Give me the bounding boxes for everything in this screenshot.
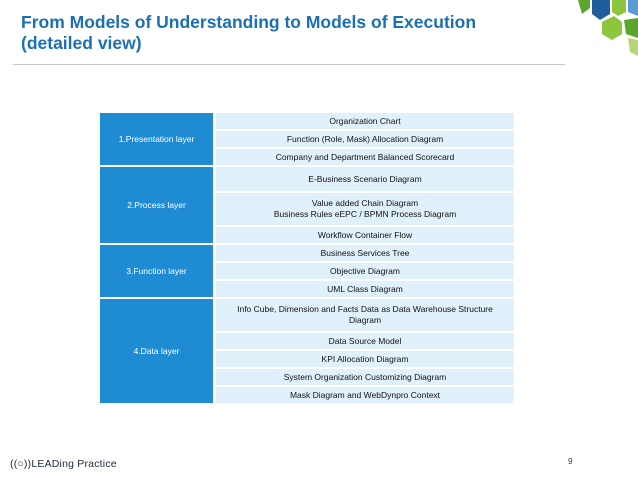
slide-title-line-2: (detailed view)	[21, 33, 142, 53]
process-layer: 2.Process layer E-Business Scenario Diag…	[100, 167, 514, 243]
layer-label: 4.Data layer	[100, 299, 213, 403]
layer-label: 3.Function layer	[100, 245, 213, 297]
data-layer: 4.Data layer Info Cube, Dimension and Fa…	[100, 299, 514, 403]
diagram-item: Organization Chart	[216, 113, 514, 129]
diagram-item: Business Services Tree	[216, 245, 514, 261]
corner-decoration-icon	[578, 0, 638, 56]
diagram-item: Company and Department Balanced Scorecar…	[216, 149, 514, 165]
diagram-item: Info Cube, Dimension and Facts Data as D…	[216, 299, 514, 331]
diagram-item: E-Business Scenario Diagram	[216, 167, 514, 191]
layer-items: Info Cube, Dimension and Facts Data as D…	[216, 299, 514, 403]
diagram-item: Mask Diagram and WebDynpro Context	[216, 387, 514, 403]
diagram-item: System Organization Customizing Diagram	[216, 369, 514, 385]
title-divider	[13, 64, 565, 65]
diagram-item: Workflow Container Flow	[216, 227, 514, 243]
layer-items: Business Services Tree Objective Diagram…	[216, 245, 514, 297]
slide-title-line-1: From Models of Understanding to Models o…	[21, 12, 477, 32]
function-layer: 3.Function layer Business Services Tree …	[100, 245, 514, 297]
page-number: 9	[568, 457, 573, 466]
layer-label: 1.Presentation layer	[100, 113, 213, 165]
layers-diagram: 1.Presentation layer Organization Chart …	[100, 113, 514, 405]
diagram-item: Objective Diagram	[216, 263, 514, 279]
diagram-item: KPI Allocation Diagram	[216, 351, 514, 367]
layer-items: E-Business Scenario Diagram Value added …	[216, 167, 514, 243]
leading-practice-logo: ((○))LEADing Practice	[10, 458, 117, 470]
diagram-item: Function (Role, Mask) Allocation Diagram	[216, 131, 514, 147]
presentation-layer: 1.Presentation layer Organization Chart …	[100, 113, 514, 165]
diagram-item: UML Class Diagram	[216, 281, 514, 297]
diagram-item: Value added Chain Diagram Business Rules…	[216, 193, 514, 225]
layer-items: Organization Chart Function (Role, Mask)…	[216, 113, 514, 165]
layer-label: 2.Process layer	[100, 167, 213, 243]
diagram-item: Data Source Model	[216, 333, 514, 349]
slide-title: From Models of Understanding to Models o…	[21, 12, 541, 54]
